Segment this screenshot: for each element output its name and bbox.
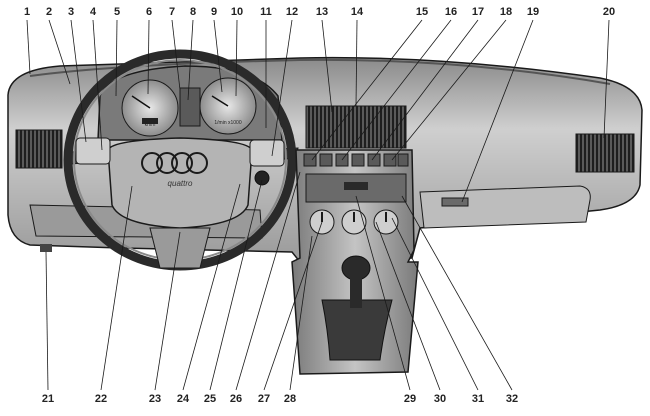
right-air-vent	[575, 133, 635, 173]
leader-bottom-6	[263, 221, 323, 391]
leader-top-17	[391, 19, 507, 161]
tachometer-needle	[211, 95, 229, 107]
callout-top-3: 4	[89, 6, 97, 18]
callout-bottom-4: 25	[203, 393, 217, 405]
callout-bottom-6: 27	[257, 393, 271, 405]
radio-display	[344, 182, 368, 190]
callout-top-2: 3	[67, 6, 75, 18]
callout-bottom-1: 22	[94, 393, 108, 405]
left-air-vent	[15, 129, 63, 169]
callout-top-11: 12	[285, 6, 299, 18]
callout-top-10: 11	[260, 6, 272, 18]
leader-top-19	[603, 19, 610, 139]
climate-controls	[309, 209, 399, 235]
leader-bottom-5	[235, 171, 301, 391]
odometer-display	[142, 118, 158, 124]
callout-leader-lines	[26, 19, 610, 391]
callout-top-4: 5	[113, 6, 121, 18]
leader-top-11	[271, 19, 293, 157]
switch-row	[303, 153, 409, 167]
callout-top-9: 10	[230, 6, 244, 18]
dashboard-top-edge	[29, 58, 611, 85]
leader-top-15	[341, 19, 452, 161]
leader-bottom-9	[375, 221, 441, 391]
right-switch-block	[249, 139, 285, 167]
leader-bottom-8	[355, 195, 411, 391]
callout-top-17: 18	[499, 6, 513, 18]
leader-top-5	[147, 19, 150, 95]
gear-shaft	[350, 278, 362, 308]
callout-top-18: 19	[526, 6, 540, 18]
callout-top-5: 6	[145, 6, 153, 18]
callout-top-0: 1	[23, 6, 31, 18]
gear-knob	[341, 255, 371, 281]
callout-top-15: 16	[444, 6, 458, 18]
center-air-vent	[305, 105, 407, 149]
leader-bottom-3	[182, 183, 241, 391]
steering-wheel-hub	[107, 137, 253, 229]
speedometer-unit: km/h	[145, 122, 156, 128]
leader-bottom-11	[401, 195, 513, 391]
left-switch-block	[75, 137, 111, 165]
leader-bottom-7	[289, 235, 313, 391]
warning-lights-panel	[179, 87, 201, 127]
glovebox-handle	[441, 197, 469, 207]
leader-bottom-0	[45, 251, 49, 391]
leader-top-3	[92, 19, 103, 151]
leader-top-16	[371, 19, 479, 161]
leader-top-12	[321, 19, 333, 113]
steering-wheel-spoke	[149, 227, 211, 269]
callout-bottom-3: 24	[176, 393, 190, 405]
callout-top-13: 14	[350, 6, 364, 18]
leader-top-13	[355, 19, 358, 107]
tachometer-unit: 1/min x1000	[214, 120, 241, 126]
leader-top-2	[70, 19, 87, 143]
leader-top-14	[311, 19, 423, 161]
callout-bottom-2: 23	[148, 393, 162, 405]
leader-bottom-10	[391, 217, 479, 391]
leader-bottom-1	[100, 185, 133, 391]
callout-bottom-11: 32	[505, 393, 519, 405]
callout-bottom-5: 26	[229, 393, 243, 405]
callout-top-14: 15	[415, 6, 429, 18]
callout-top-12: 13	[315, 6, 329, 18]
leader-top-0	[26, 19, 31, 75]
gear-boot	[321, 299, 393, 361]
glovebox	[419, 185, 591, 229]
brand-rings-logo	[141, 152, 208, 174]
leader-top-9	[235, 19, 238, 97]
leader-bottom-4	[209, 179, 263, 391]
callout-top-6: 7	[168, 6, 176, 18]
callout-top-19: 20	[602, 6, 616, 18]
leader-top-1	[48, 19, 71, 85]
steering-emblem: quattro	[168, 179, 193, 188]
callout-bottom-9: 30	[433, 393, 447, 405]
callout-top-1: 2	[45, 6, 53, 18]
ignition-switch	[254, 170, 270, 186]
leader-bottom-2	[154, 231, 181, 391]
callout-bottom-7: 28	[283, 393, 297, 405]
leader-top-18	[461, 19, 534, 203]
leader-top-4	[115, 19, 118, 97]
leader-top-8	[213, 19, 223, 93]
callout-top-7: 8	[189, 6, 197, 18]
speedometer-needle	[131, 95, 151, 109]
hood-release	[40, 244, 52, 252]
leader-top-6	[171, 19, 181, 91]
callout-top-16: 17	[471, 6, 485, 18]
callout-bottom-8: 29	[403, 393, 417, 405]
callout-bottom-10: 31	[471, 393, 485, 405]
leader-top-7	[187, 19, 194, 101]
callout-top-8: 9	[210, 6, 218, 18]
callout-bottom-0: 21	[41, 393, 55, 405]
